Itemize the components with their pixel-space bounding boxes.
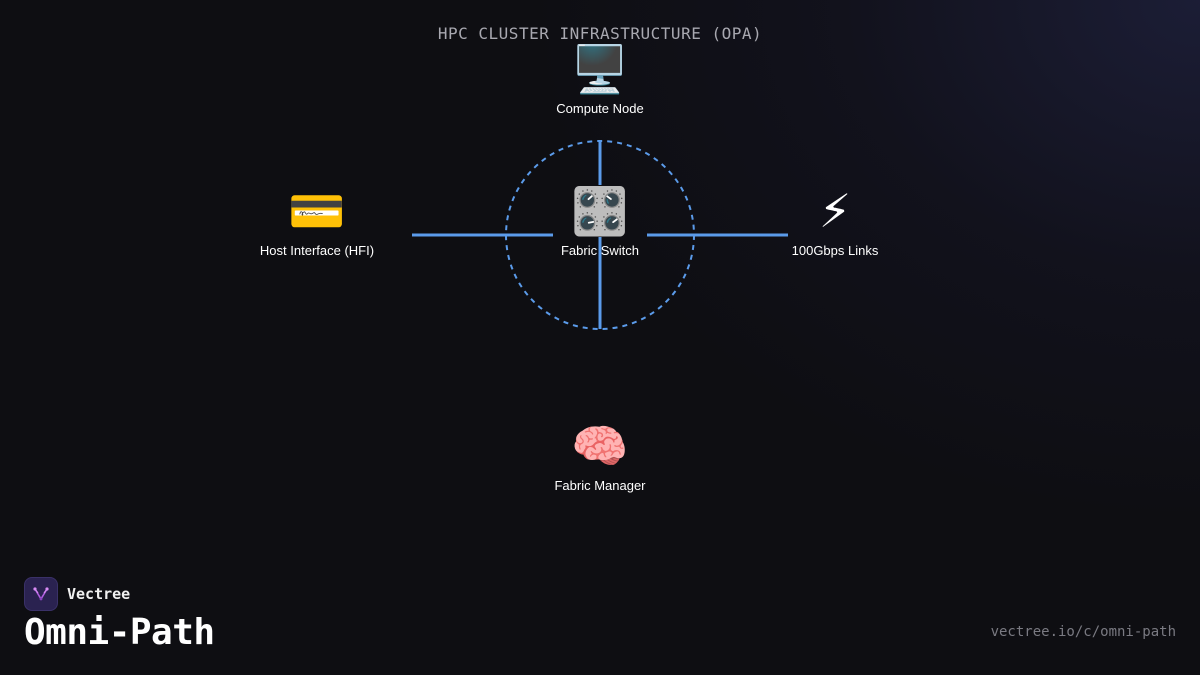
node-label: Fabric Switch (560, 243, 640, 258)
page-title: Omni-Path (24, 612, 215, 653)
node-label: Compute Node (556, 101, 644, 116)
lightning-icon: ⚡ (818, 184, 852, 238)
credit-card-icon: 💳 (288, 184, 346, 238)
node-label: 100Gbps Links (791, 243, 879, 258)
brand: Vectree (24, 577, 130, 611)
source-url[interactable]: vectree.io/c/omni-path (990, 624, 1176, 640)
node-fabric-manager: 🧠 Fabric Manager (500, 418, 700, 493)
brand-name: Vectree (67, 585, 131, 603)
brain-icon: 🧠 (571, 419, 629, 473)
node-links: ⚡ 100Gbps Links (735, 183, 935, 258)
vectree-logo-icon (24, 577, 58, 611)
diagram-title: HPC CLUSTER INFRASTRUCTURE (OPA) (437, 24, 763, 43)
node-compute: 🖥️ Compute Node (500, 41, 700, 116)
node-label: Fabric Manager (554, 478, 646, 493)
node-fabric-switch: 🎛️ Fabric Switch (500, 183, 700, 258)
node-label: Host Interface (HFI) (259, 243, 375, 258)
desktop-computer-icon: 🖥️ (571, 42, 629, 96)
control-knobs-icon: 🎛️ (571, 184, 629, 238)
node-host-interface: 💳 Host Interface (HFI) (217, 183, 417, 258)
